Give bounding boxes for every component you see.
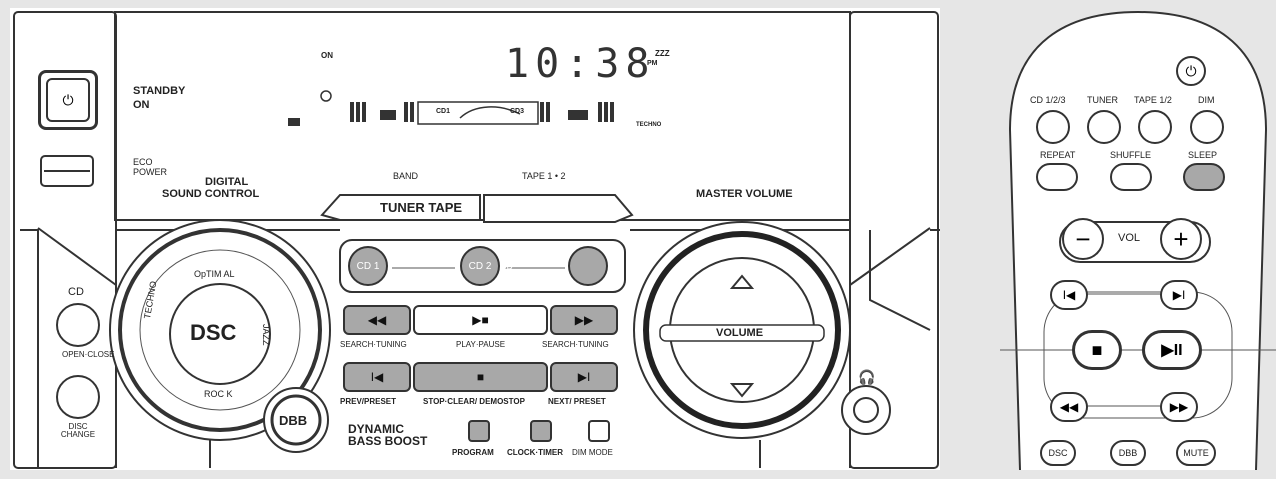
- cd3-button[interactable]: [568, 246, 608, 286]
- tuner-tape-label[interactable]: TUNER TAPE: [380, 200, 463, 215]
- remote-tuner-label: TUNER: [1087, 95, 1118, 105]
- remote-shuffle-button[interactable]: [1110, 163, 1152, 191]
- cd1-button[interactable]: CD 1: [348, 246, 388, 286]
- unit-outline: [13, 11, 940, 469]
- headphone-icon: 🎧: [858, 369, 876, 385]
- cd3-partial-label: CD: [500, 261, 513, 271]
- dsc-rock-label: ROC K: [204, 389, 233, 399]
- eco-label: ECO: [133, 157, 153, 167]
- remote-cd123-button[interactable]: [1036, 110, 1070, 144]
- remote-dim-button[interactable]: [1190, 110, 1224, 144]
- remote-sleep-button[interactable]: [1183, 163, 1225, 191]
- remote-dsc-button[interactable]: DSC: [1040, 440, 1076, 466]
- clock-timer-label: CLOCK·TIMER: [507, 448, 563, 457]
- remote-dim-label: DIM: [1198, 95, 1215, 105]
- display-pm: PM: [647, 60, 658, 67]
- dim-mode-button[interactable]: [588, 420, 610, 442]
- digital-label: DIGITAL: [205, 176, 249, 188]
- cd-label: CD: [68, 286, 84, 298]
- program-label: PROGRAM: [452, 448, 494, 457]
- display-clock: 10:38: [505, 41, 656, 87]
- stop-clear-label: STOP·CLEAR/ DEMOSTOP: [423, 397, 525, 406]
- eco-power-switch[interactable]: [40, 155, 94, 187]
- display-on-indicator: ON: [321, 51, 333, 60]
- dynamic-label: DYNAMIC: [348, 422, 404, 436]
- rewind-button[interactable]: ◀◀: [343, 305, 411, 335]
- dsc-knob-label[interactable]: DSC: [190, 320, 237, 345]
- remote-mute-button[interactable]: MUTE: [1176, 440, 1216, 466]
- power-button-frame: [38, 70, 98, 130]
- play-pause-button[interactable]: ▶■: [413, 305, 548, 335]
- band-label: BAND: [393, 171, 419, 181]
- remote-stop-button[interactable]: ■: [1072, 330, 1122, 370]
- remote-sleep-label: SLEEP: [1188, 150, 1218, 160]
- search-tuning-right-label: SEARCH·TUNING: [542, 340, 609, 349]
- remote-power-button[interactable]: ⏻: [1176, 56, 1206, 86]
- power-icon: ⏻: [62, 91, 74, 108]
- remote-vol-plus-button[interactable]: +: [1160, 218, 1202, 260]
- display-techno: TECHNO: [636, 122, 662, 128]
- display-zzz: ZZZ: [655, 49, 670, 58]
- dbb-button-label[interactable]: DBB: [279, 413, 308, 428]
- remote-prev-button[interactable]: I◀: [1050, 280, 1088, 310]
- remote-vol-minus-button[interactable]: −: [1062, 218, 1104, 260]
- prev-preset-label: PREV/PRESET: [340, 397, 397, 406]
- play-pause-label: PLAY·PAUSE: [456, 340, 506, 349]
- cd2-button[interactable]: CD 2: [460, 246, 500, 286]
- prev-preset-button[interactable]: I◀: [343, 362, 411, 392]
- power-icon: ⏻: [1185, 62, 1197, 79]
- clock-timer-button[interactable]: [530, 420, 552, 442]
- remote-rewind-button[interactable]: ◀◀: [1050, 392, 1088, 422]
- master-volume-label: MASTER VOLUME: [696, 188, 793, 200]
- next-preset-button[interactable]: ▶I: [550, 362, 618, 392]
- standby-label: STANDBY: [133, 85, 186, 97]
- open-close-label: OPEN·CLOSE: [62, 350, 115, 359]
- remote-ff-button[interactable]: ▶▶: [1160, 392, 1198, 422]
- display-cd1: CD1: [436, 108, 451, 115]
- stop-clear-button[interactable]: ■: [413, 362, 548, 392]
- next-preset-label: NEXT/ PRESET: [548, 397, 606, 406]
- open-close-button[interactable]: [56, 303, 100, 347]
- program-button[interactable]: [468, 420, 490, 442]
- power-button[interactable]: ⏻: [46, 78, 90, 122]
- on-label: ON: [133, 99, 150, 111]
- remote-tuner-button[interactable]: [1087, 110, 1121, 144]
- power-label: POWER: [133, 167, 168, 177]
- remote-tape12-label: TAPE 1/2: [1134, 95, 1172, 105]
- volume-label[interactable]: VOLUME: [716, 327, 764, 339]
- dsc-optimal-label: OpTIM AL: [194, 269, 235, 279]
- bass-boost-label: BASS BOOST: [348, 434, 428, 448]
- disc-change-button[interactable]: [56, 375, 100, 419]
- remote-next-button[interactable]: ▶I: [1160, 280, 1198, 310]
- remote-vol-label: VOL: [1118, 232, 1141, 244]
- fast-forward-button[interactable]: ▶▶: [550, 305, 618, 335]
- remote-tape12-button[interactable]: [1138, 110, 1172, 144]
- remote-repeat-label: REPEAT: [1040, 150, 1076, 160]
- dsc-jazz-label: JAZZ: [261, 324, 271, 346]
- tape-label: TAPE 1 • 2: [522, 171, 566, 181]
- remote-repeat-button[interactable]: [1036, 163, 1078, 191]
- display-cd3: CD3: [510, 108, 525, 115]
- remote-play-pause-button[interactable]: ▶II: [1142, 330, 1202, 370]
- eco-switch-line: [44, 170, 90, 172]
- remote-shuffle-label: SHUFFLE: [1110, 150, 1152, 160]
- remote-cd123-label: CD 1/2/3: [1030, 95, 1066, 105]
- sound-control-label: SOUND CONTROL: [162, 188, 260, 200]
- disc-change-label: DISC CHANGE: [60, 422, 96, 439]
- dim-mode-label: DIM MODE: [572, 448, 613, 457]
- remote-dbb-button[interactable]: DBB: [1110, 440, 1146, 466]
- search-tuning-left-label: SEARCH·TUNING: [340, 340, 407, 349]
